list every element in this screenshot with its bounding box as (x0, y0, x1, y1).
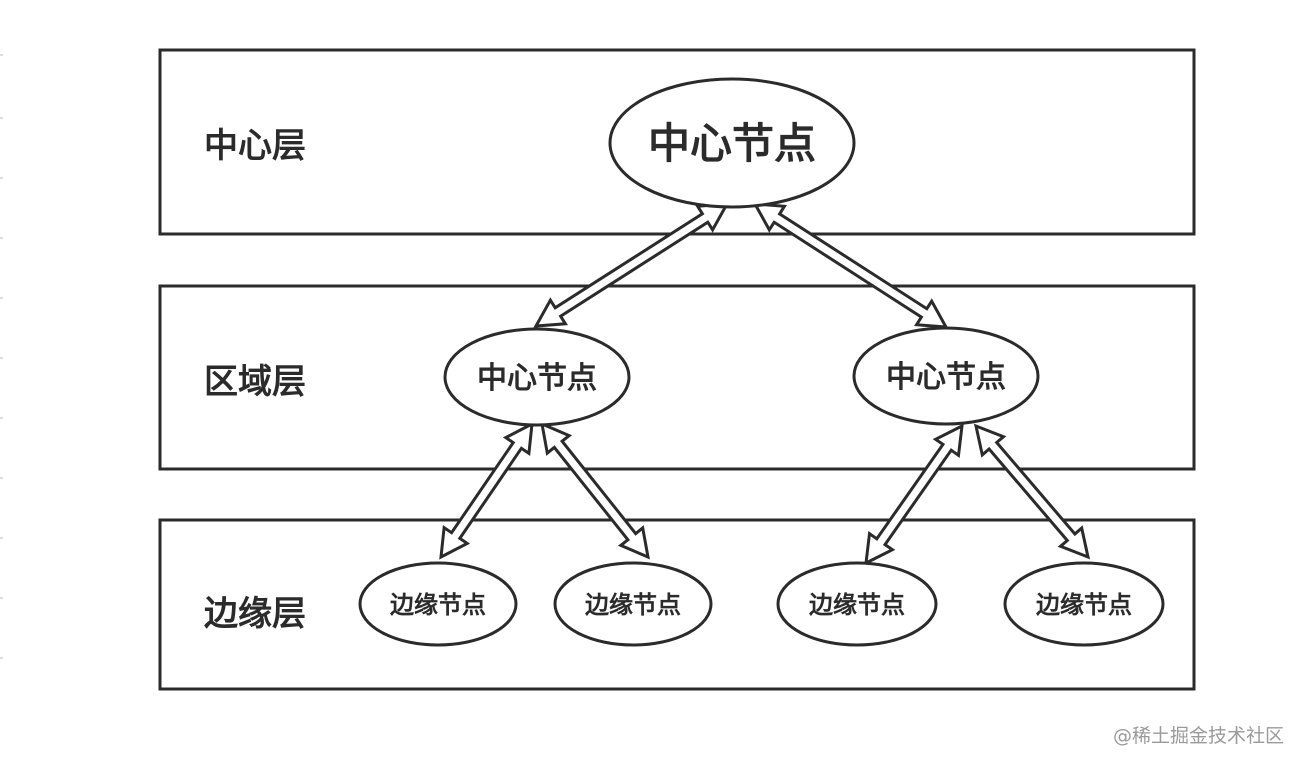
node-center: 中心节点 (608, 77, 856, 209)
node-region-right: 中心节点 (852, 326, 1040, 426)
left-margin-ticks (0, 54, 3, 659)
node-center-label: 中心节点 (648, 119, 816, 168)
node-edge-1: 边缘节点 (358, 561, 518, 647)
node-region-right-label: 中心节点 (886, 360, 1006, 395)
arrow-region-left-to-edge-2 (540, 421, 650, 560)
node-edge-3-label: 边缘节点 (809, 591, 905, 619)
node-edge-1-ellipse (358, 561, 518, 647)
node-edge-2-label: 边缘节点 (585, 591, 681, 619)
node-edge-1-label: 边缘节点 (390, 591, 486, 619)
node-region-left-ellipse (443, 327, 631, 427)
node-region-left: 中心节点 (443, 327, 631, 427)
node-edge-4-label: 边缘节点 (1036, 591, 1132, 619)
watermark: @稀土掘金技术社区 (1112, 725, 1284, 747)
node-edge-4: 边缘节点 (1003, 561, 1165, 647)
arrow-center-to-region-left (533, 202, 730, 328)
node-region-left-label: 中心节点 (477, 361, 597, 396)
arrow-region-left-to-edge-1 (439, 421, 534, 560)
node-center-ellipse (608, 77, 856, 209)
arrow-region-right-to-edge-4 (973, 423, 1091, 560)
connection-arrows (439, 202, 1091, 566)
node-edge-4-ellipse (1003, 561, 1165, 647)
layer-label-edge: 边缘层 (204, 594, 306, 634)
node-edge-3-ellipse (776, 561, 938, 647)
node-edge-2: 边缘节点 (553, 561, 713, 647)
node-region-right-ellipse (852, 326, 1040, 426)
node-edge-2-ellipse (553, 561, 713, 647)
layer-label-center: 中心层 (204, 126, 306, 166)
node-edge-3: 边缘节点 (776, 561, 938, 647)
layer-label-region: 区域层 (204, 362, 306, 402)
